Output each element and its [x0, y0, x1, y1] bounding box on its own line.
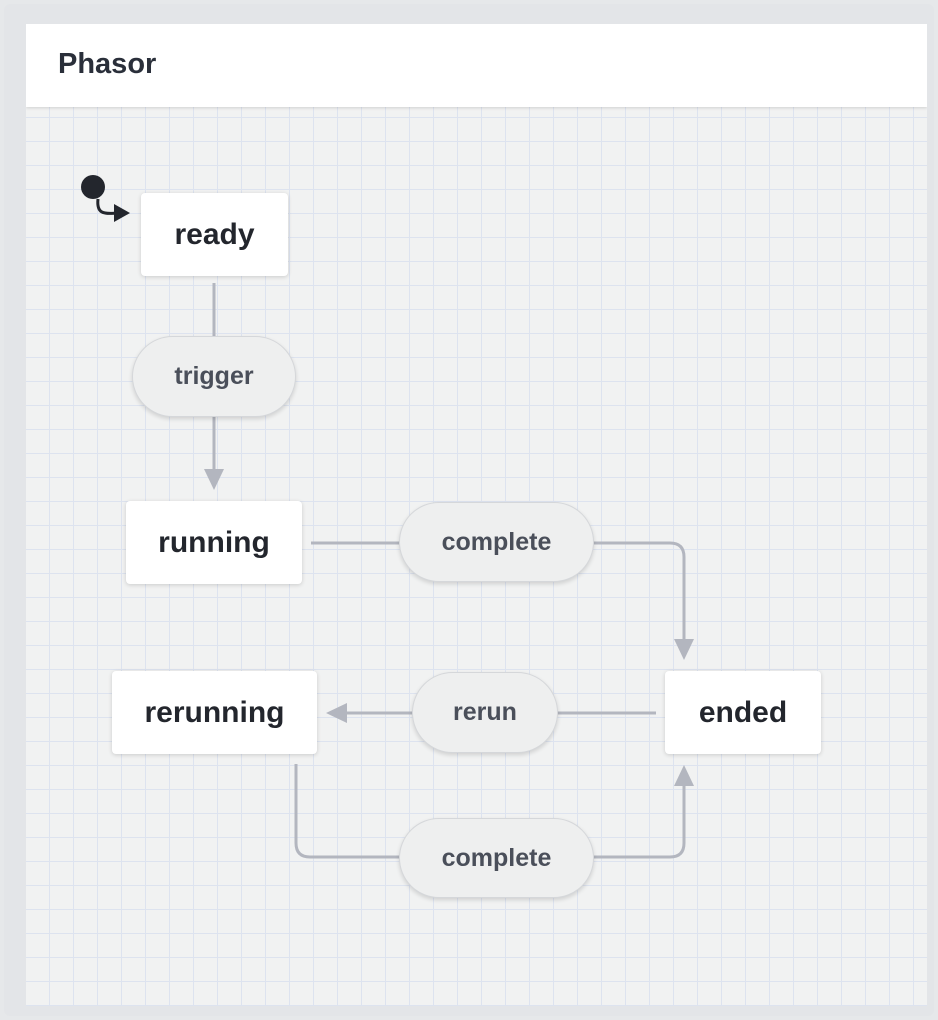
diagram-canvas: Phasor ready running rerunning ended tri…: [26, 24, 927, 1006]
event-trigger[interactable]: trigger: [132, 336, 296, 417]
initial-state-arrowhead: [114, 204, 130, 222]
page-title: Phasor: [58, 48, 157, 80]
edge-complete-to-ended: [594, 541, 686, 640]
arrowhead-ended-top: [674, 639, 694, 660]
initial-state-marker: [81, 175, 105, 199]
state-ready[interactable]: ready: [141, 193, 288, 276]
arrowhead-ended-bottom: [674, 765, 694, 786]
diagram-header: Phasor: [26, 24, 927, 107]
diagram-frame: Phasor ready running rerunning ended tri…: [4, 4, 934, 1016]
state-running[interactable]: running: [126, 501, 302, 584]
edge-complete2-to-ended: [594, 786, 686, 859]
event-complete-running[interactable]: complete: [399, 502, 594, 582]
event-rerun[interactable]: rerun: [412, 672, 558, 753]
state-rerunning[interactable]: rerunning: [112, 671, 317, 754]
edge-rerunning-to-complete: [294, 764, 399, 859]
event-complete-rerunning[interactable]: complete: [399, 818, 594, 898]
arrowhead-running: [204, 469, 224, 490]
state-ended[interactable]: ended: [665, 671, 821, 754]
transition-edges: [81, 175, 694, 859]
arrowhead-rerunning: [326, 703, 347, 723]
